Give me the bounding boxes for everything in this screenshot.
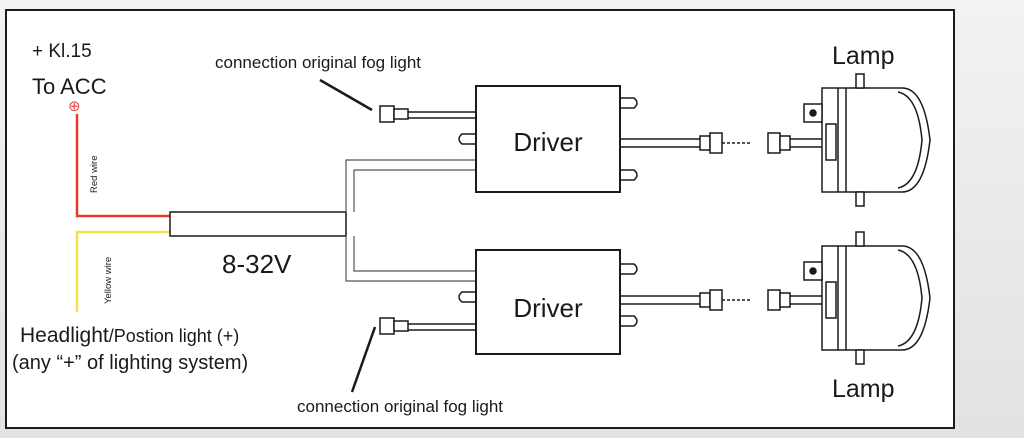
fog-connection-top-pointer xyxy=(319,78,373,112)
driver-top-label: Driver xyxy=(513,127,583,157)
main-cable xyxy=(169,211,347,237)
headlight-main: Headlight xyxy=(20,324,109,347)
red-wire-label: Red wire xyxy=(89,156,100,194)
driver-bottom-label: Driver xyxy=(513,293,583,323)
fog-connection-bottom-label: connection original fog light xyxy=(297,397,503,416)
plus-terminal-icon: ⊕ xyxy=(68,98,81,115)
yellow-wire-label: Yellow wire xyxy=(103,257,114,304)
fog-connector-bottom xyxy=(379,317,476,335)
yellow-wire xyxy=(75,230,170,312)
any-plus-label: (any “+” of lighting system) xyxy=(12,352,248,374)
headlight-label: Headlight/Postion light (+) xyxy=(20,324,239,347)
lamp-cable-top xyxy=(620,132,830,154)
driver-box-bottom: Driver xyxy=(458,249,638,355)
diagram-frame xyxy=(5,9,955,429)
fog-lamp-top xyxy=(803,73,931,207)
lamp-bottom-label: Lamp xyxy=(832,375,895,403)
headlight-suffix: /Postion light (+) xyxy=(109,326,240,346)
voltage-label: 8-32V xyxy=(222,249,292,279)
fog-connection-top-label: connection original fog light xyxy=(215,53,421,72)
fog-connection-bottom-pointer xyxy=(350,326,377,393)
driver-box-top: Driver xyxy=(458,85,638,193)
fog-connector-top xyxy=(379,105,476,123)
lamp-cable-bottom xyxy=(620,289,830,311)
lamp-top-label: Lamp xyxy=(832,42,895,70)
branch-cables xyxy=(345,159,476,282)
fog-lamp-bottom xyxy=(803,231,931,365)
to-acc-label: To ACC xyxy=(32,74,107,99)
red-wire xyxy=(75,114,170,218)
plus-kl15-label: + Kl.15 xyxy=(32,41,92,62)
